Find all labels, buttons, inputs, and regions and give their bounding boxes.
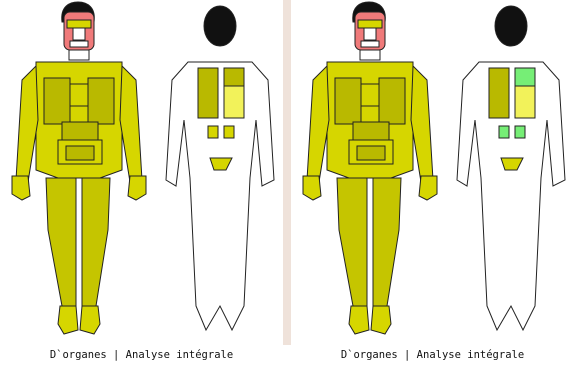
hand-right — [419, 176, 437, 200]
nose-area — [73, 28, 85, 40]
eye-area — [358, 20, 382, 28]
caption-left: D`organes | Analyse intégrale — [0, 346, 283, 364]
mouth-area — [70, 41, 88, 47]
front-figure — [303, 2, 437, 334]
caption-right: D`organes | Analyse intégrale — [291, 346, 574, 364]
back-kidney-right — [224, 126, 234, 138]
arm-right — [411, 66, 433, 182]
mouth-area — [361, 41, 379, 47]
back-kidney-left — [208, 126, 218, 138]
neck — [69, 50, 89, 60]
back-organ-upper-left — [489, 68, 509, 118]
back-organ-upper-right-bottom — [515, 86, 535, 118]
body-map-panel-right — [291, 0, 574, 345]
back-kidney-right — [515, 126, 525, 138]
lung-left — [44, 78, 70, 124]
leg-left — [337, 178, 367, 306]
lung-right — [379, 78, 405, 124]
back-organ-upper-right-bottom — [224, 86, 244, 118]
foot-left — [58, 306, 78, 334]
stomach — [62, 122, 98, 140]
back-figure — [457, 6, 565, 330]
eye-area — [67, 20, 91, 28]
lung-right — [88, 78, 114, 124]
stomach — [353, 122, 389, 140]
arm-left — [307, 66, 329, 182]
back-organ-upper-right-top — [224, 68, 244, 86]
back-head — [495, 6, 527, 46]
leg-right — [373, 178, 401, 306]
panel-divider — [283, 0, 291, 345]
hand-left — [303, 176, 321, 200]
arm-left — [16, 66, 38, 182]
foot-right — [371, 306, 391, 334]
foot-left — [349, 306, 369, 334]
back-body-outline — [166, 62, 274, 330]
heart — [70, 84, 88, 106]
back-organ-upper-right-top — [515, 68, 535, 86]
nose-area — [364, 28, 376, 40]
hand-left — [12, 176, 30, 200]
body-map-right-svg — [291, 0, 574, 345]
neck — [360, 50, 380, 60]
leg-right — [82, 178, 110, 306]
intestine-inner — [66, 146, 94, 160]
body-map-left-svg — [0, 0, 283, 345]
back-organ-upper-left — [198, 68, 218, 118]
back-kidney-left — [499, 126, 509, 138]
hand-right — [128, 176, 146, 200]
back-figure — [166, 6, 274, 330]
front-figure — [12, 2, 146, 334]
back-body-outline — [457, 62, 565, 330]
lung-left — [335, 78, 361, 124]
back-head — [204, 6, 236, 46]
body-map-panel-left — [0, 0, 283, 345]
arm-right — [120, 66, 142, 182]
intestine-inner — [357, 146, 385, 160]
heart — [361, 84, 379, 106]
leg-left — [46, 178, 76, 306]
foot-right — [80, 306, 100, 334]
